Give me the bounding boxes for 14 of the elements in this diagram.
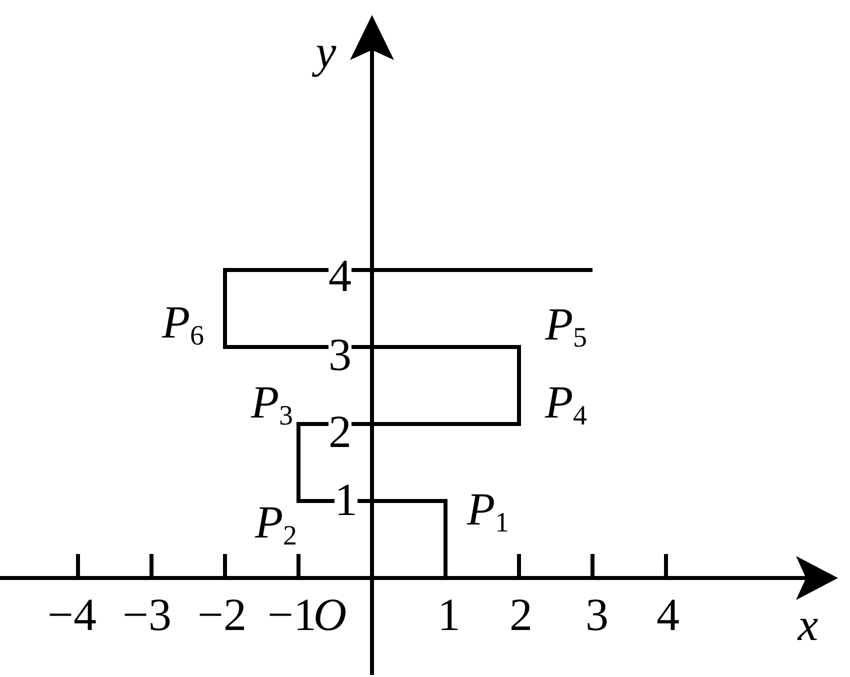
tick-label: −3 xyxy=(122,592,172,638)
axis-label: x xyxy=(798,602,818,648)
point-label: P$_{4}$ xyxy=(544,380,588,430)
point-label: P$_{1}$ xyxy=(466,486,510,538)
tick-label: 1 xyxy=(438,592,460,638)
tick-label: −2 xyxy=(198,592,246,638)
tick-label: −4 xyxy=(48,592,96,638)
point-label: P$_{6}$ xyxy=(162,300,204,350)
tick-label: 3 xyxy=(586,592,608,638)
tick-label: 4 xyxy=(656,592,680,638)
point-label: P$_{2}$ xyxy=(254,500,298,550)
tick-label: 2 xyxy=(510,592,532,638)
point-label: P$_{5}$ xyxy=(544,302,588,352)
point-label: P$_{3}$ xyxy=(250,380,294,430)
